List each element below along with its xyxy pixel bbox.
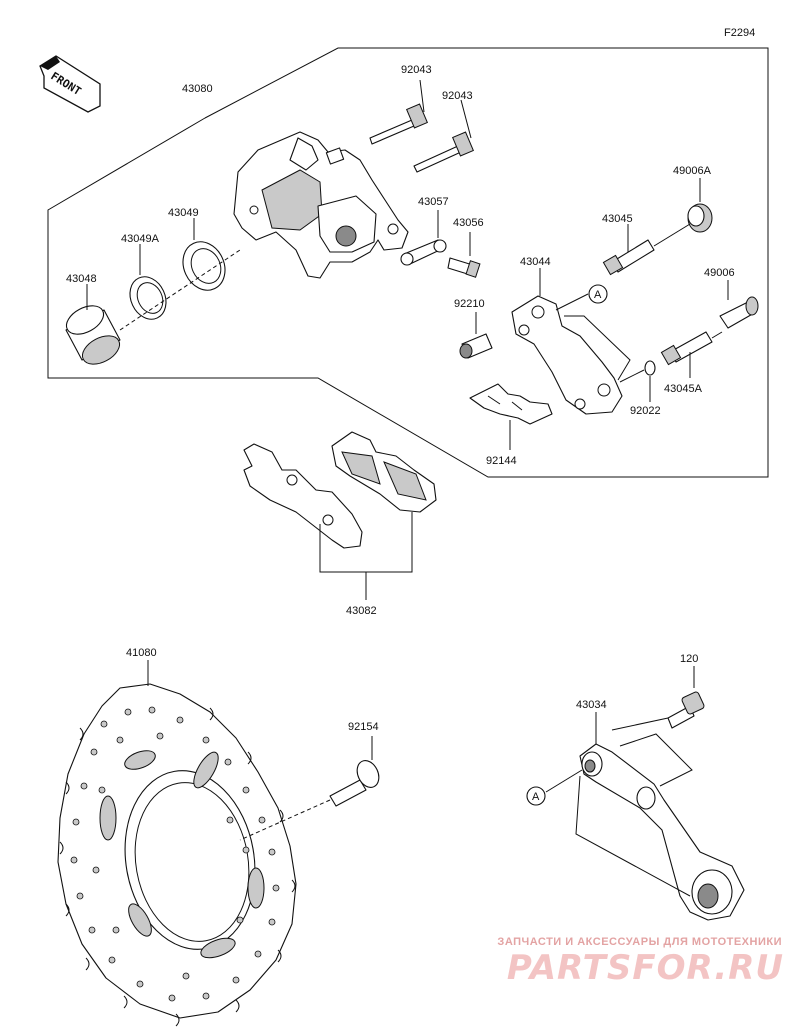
bolt-120 <box>667 666 705 729</box>
pad-friction <box>331 431 437 513</box>
svg-text:A: A <box>532 791 540 803</box>
label-43049: 43049 <box>168 207 199 219</box>
front-arrow-icon: FRONT <box>39 55 101 113</box>
pin-92043-lower <box>413 99 475 173</box>
label-43048: 43048 <box>66 273 97 285</box>
label-92043-upper: 92043 <box>401 64 432 76</box>
label-92154: 92154 <box>348 721 379 733</box>
label-43044: 43044 <box>520 256 551 268</box>
torque-link-43034 <box>579 712 745 921</box>
figure-code: F2294 <box>724 27 755 39</box>
label-43056: 43056 <box>453 217 484 229</box>
circlip-92022 <box>644 360 656 402</box>
label-49006a: 49006A <box>673 165 712 177</box>
caliper-assy-outline <box>47 47 769 478</box>
piston-43048 <box>65 284 121 365</box>
callout-a-lower: A <box>526 786 546 806</box>
bleed-cap-43057 <box>400 210 447 266</box>
label-92043-lower: 92043 <box>442 90 473 102</box>
callout-a-upper: A <box>588 284 608 304</box>
seal-43049a <box>129 244 167 320</box>
caliper-body <box>233 131 409 279</box>
label-49006: 49006 <box>704 267 735 279</box>
brake-disc-41080 <box>57 660 297 1027</box>
holder-43044 <box>511 268 623 415</box>
pin-92043-upper <box>369 79 429 145</box>
disc-bolt-92154 <box>329 736 380 807</box>
label-41080: 41080 <box>126 647 157 659</box>
slide-pin-43045 <box>602 224 655 276</box>
watermark-tagline: ЗАПЧАСТИ И АКСЕССУАРЫ ДЛЯ МОТОТЕХНИКИ <box>497 936 782 948</box>
slide-pin-43045a <box>660 331 713 378</box>
label-43080: 43080 <box>182 83 213 95</box>
label-120: 120 <box>680 653 698 665</box>
seal-43049 <box>182 218 226 291</box>
label-92022: 92022 <box>630 405 661 417</box>
label-43045a: 43045A <box>664 383 703 395</box>
label-43034: 43034 <box>576 699 607 711</box>
pad-backing-plate <box>243 443 363 549</box>
boot-49006a <box>687 178 713 233</box>
boot-49006 <box>719 280 759 329</box>
label-43082: 43082 <box>346 605 377 617</box>
label-43057: 43057 <box>418 196 449 208</box>
svg-text:A: A <box>594 289 602 301</box>
sleeve-92210 <box>459 312 493 359</box>
bleed-valve-43056 <box>447 232 481 278</box>
label-43049a: 43049A <box>121 233 160 245</box>
label-92144: 92144 <box>486 455 517 467</box>
pad-spring-92144 <box>469 383 553 450</box>
label-43045: 43045 <box>602 213 633 225</box>
label-92210: 92210 <box>454 298 485 310</box>
watermark-logo: PARTSFOR.RU <box>506 948 784 988</box>
